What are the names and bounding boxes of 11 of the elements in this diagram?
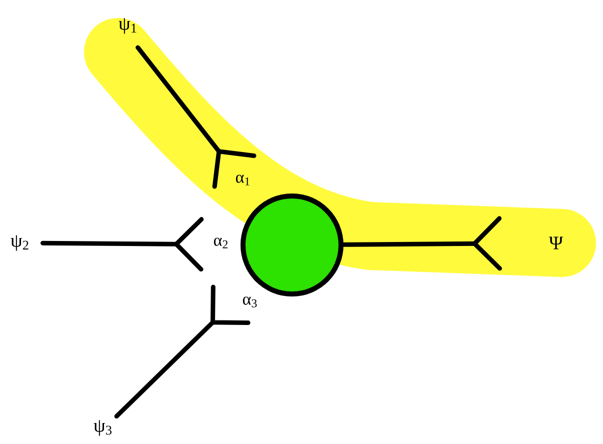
fork-line [40, 217, 204, 272]
fork-line [341, 216, 502, 271]
greek-label: Ψ [549, 236, 563, 250]
fork-line [136, 45, 256, 189]
greek-label: α$_{2}$ [214, 238, 228, 248]
greek-label: ψ$_{3}$ [94, 420, 112, 436]
fork-line [114, 284, 250, 418]
greek-label: α$_{1}$ [236, 174, 250, 186]
greek-label: ψ$_{2}$ [10, 235, 28, 251]
vertex-circle [240, 194, 344, 296]
greek-label: ψ$_{1}$ [118, 18, 136, 34]
